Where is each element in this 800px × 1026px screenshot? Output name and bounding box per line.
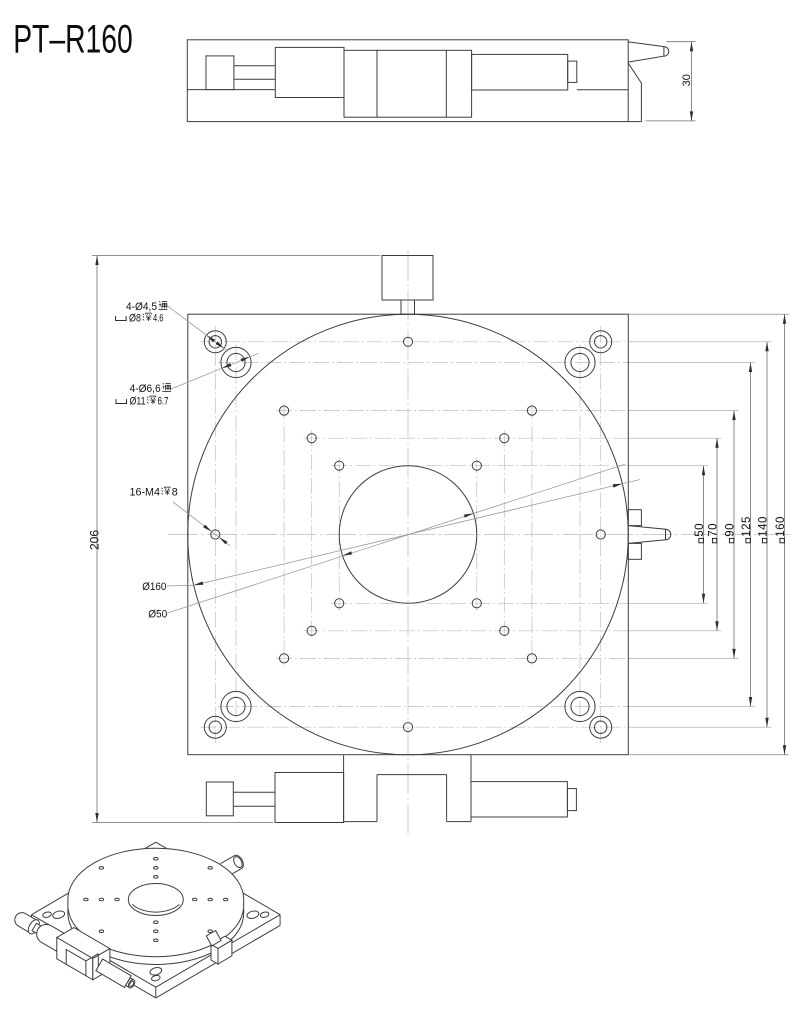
svg-text:140: 140	[758, 516, 770, 537]
svg-text:30: 30	[681, 74, 693, 86]
svg-text:206: 206	[87, 530, 101, 550]
svg-text:70: 70	[708, 523, 720, 537]
svg-text:4.6: 4.6	[153, 313, 164, 325]
svg-text:8: 8	[172, 487, 178, 499]
svg-text:16-M4: 16-M4	[130, 487, 161, 499]
svg-text:Ø8: Ø8	[129, 313, 141, 325]
svg-text:6.7: 6.7	[158, 396, 169, 408]
svg-text:4-Ø4,5: 4-Ø4,5	[126, 301, 157, 313]
svg-text:4-Ø6,6: 4-Ø6,6	[130, 383, 161, 395]
svg-text:90: 90	[725, 523, 737, 537]
svg-text:50: 50	[694, 523, 706, 537]
svg-text:125: 125	[741, 516, 753, 537]
svg-text:Ø11: Ø11	[130, 396, 146, 408]
svg-text:160: 160	[775, 516, 787, 537]
svg-text:Ø50: Ø50	[148, 609, 167, 621]
svg-text:PT–R160: PT–R160	[13, 18, 133, 62]
svg-text:Ø160: Ø160	[142, 581, 166, 593]
